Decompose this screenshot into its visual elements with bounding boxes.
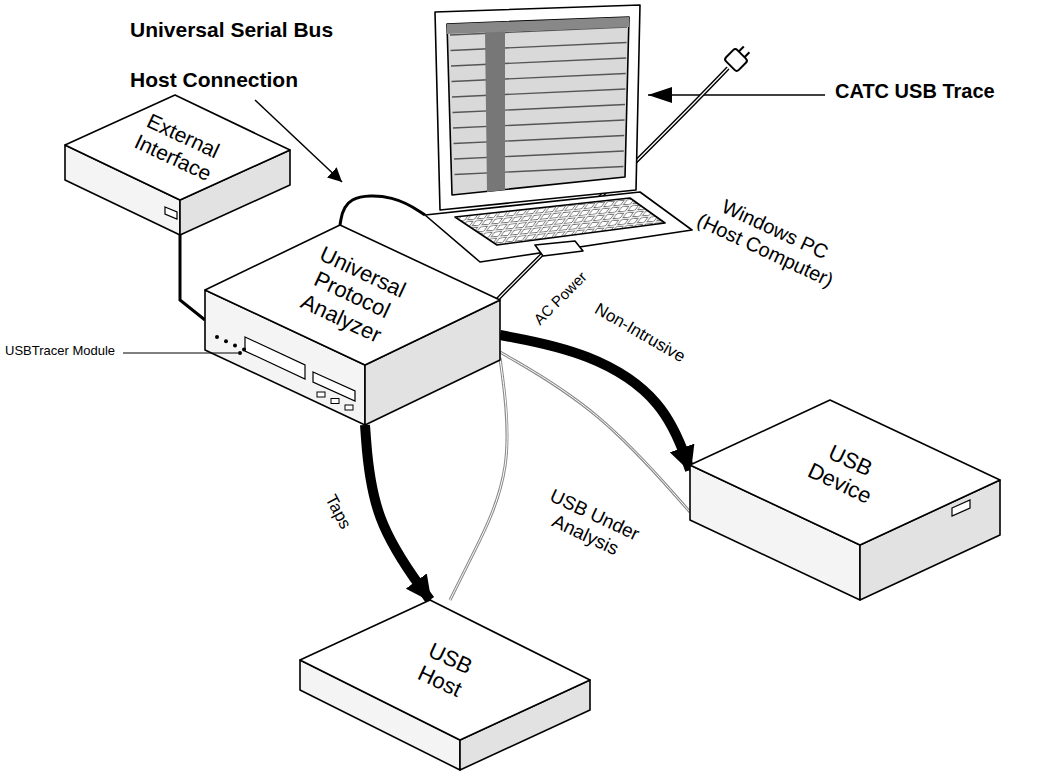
- outline-face: [425, 192, 692, 262]
- bus-label: USB Under Analysis: [535, 484, 644, 566]
- usb-port: [952, 500, 970, 516]
- outline-face: [535, 241, 583, 256]
- screen-row: [453, 105, 626, 113]
- node-label: Windows PC (Host Computer): [688, 185, 852, 294]
- leader-head: [648, 87, 672, 103]
- edge-label: Taps: [318, 485, 359, 538]
- screen-row: [454, 151, 624, 159]
- outline-face: [65, 95, 290, 200]
- screen-column: [485, 29, 505, 192]
- device-box: USB Device: [690, 400, 1000, 600]
- module-label: USBTracer Module: [5, 344, 125, 359]
- flow-arrow: [365, 425, 430, 600]
- interface-box: External Interface: [65, 95, 290, 235]
- label-text: AC Power: [522, 260, 598, 336]
- leader-dot: [238, 351, 242, 355]
- outline-face: [435, 5, 640, 210]
- label-text: CATC USB Trace: [835, 80, 1035, 103]
- edge-label-holder: Non-Intrusive: [583, 295, 697, 372]
- cable-label: AC Power: [522, 260, 598, 336]
- usb-cable: [340, 196, 425, 225]
- outline-face: [300, 600, 590, 740]
- outline-face: [455, 198, 665, 245]
- text-holder: Windows PC (Host Computer): [688, 185, 852, 294]
- edge-label: Non-Intrusive: [583, 295, 697, 372]
- outline-face: [447, 17, 629, 195]
- laptop-computer: Windows PC (Host Computer): [425, 5, 850, 262]
- screen-row: [453, 120, 625, 128]
- label-text: Universal Serial Bus Host Connection: [130, 5, 365, 105]
- screen-titlebar: [447, 17, 629, 34]
- connector-port: [165, 207, 177, 219]
- callout-title: Universal Serial Bus Host Connection: [130, 5, 365, 105]
- screen-row: [452, 89, 625, 97]
- label-text: USB Under Analysis: [535, 484, 644, 566]
- screen-row: [454, 136, 625, 144]
- screen-row: [455, 167, 624, 175]
- software-label: CATC USB Trace: [835, 80, 1035, 103]
- usb-cable: [450, 358, 507, 600]
- screen-row: [452, 74, 626, 82]
- usb-cable: [180, 235, 205, 320]
- usb-cable: [500, 352, 690, 512]
- power-plug: [724, 43, 753, 72]
- analyzer-box: Universal Protocol Analyzer: [205, 225, 500, 425]
- flow-arrow: [500, 335, 690, 470]
- front-panel: [215, 335, 355, 410]
- label-text: USBTracer Module: [5, 344, 125, 359]
- screen-row: [451, 43, 627, 51]
- cable-core: [450, 358, 507, 600]
- screen-row: [451, 58, 626, 66]
- edge-label-holder: Taps: [318, 485, 359, 538]
- leader-line: [648, 94, 825, 96]
- outline-face: [690, 400, 1000, 545]
- cable-core: [500, 352, 690, 512]
- host-box: USB Host: [300, 600, 590, 770]
- leader-line: [123, 353, 238, 354]
